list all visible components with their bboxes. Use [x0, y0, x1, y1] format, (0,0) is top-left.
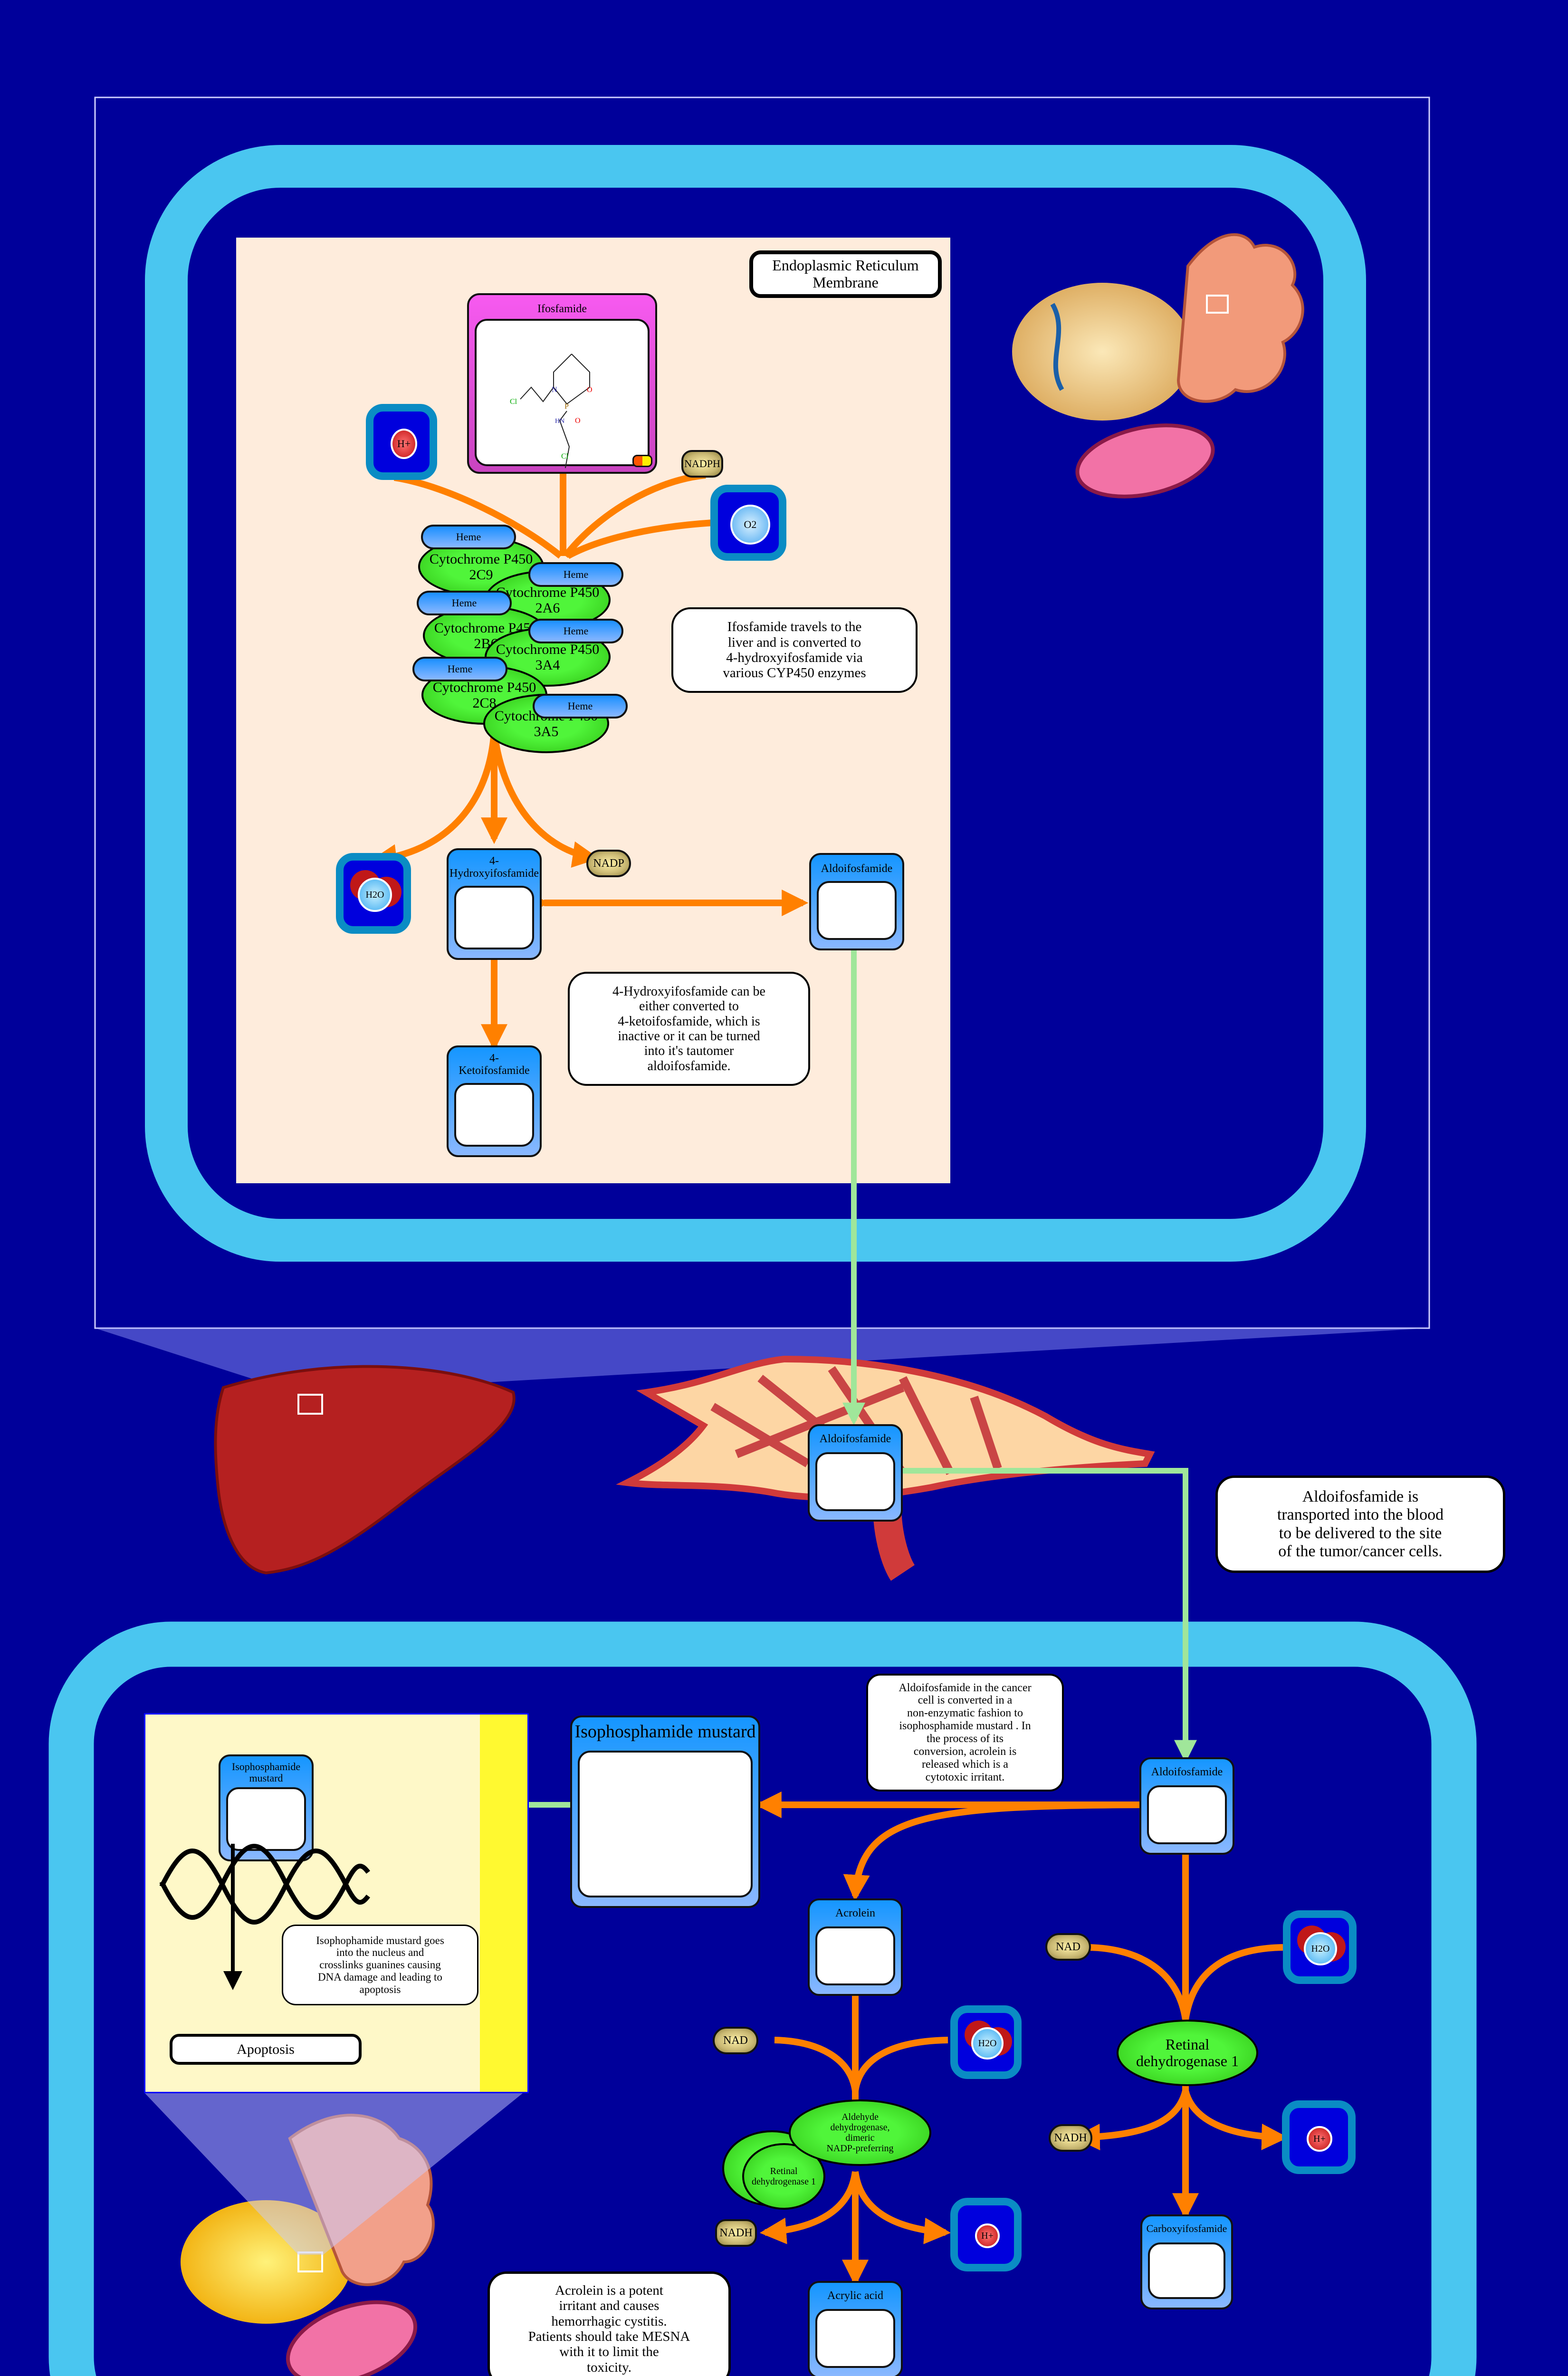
note-cyp: Ifosfamide travels to the liver and is c… [671, 607, 918, 693]
aldoifosfamide-label-cancer: Aldoifosfamide [1151, 1766, 1223, 1778]
h2o-node-left[interactable]: H2O [950, 2005, 1022, 2079]
svg-text:N: N [552, 386, 557, 394]
nadph-node[interactable]: NADPH [681, 450, 723, 478]
ketoifosfamide-node[interactable]: 4- Ketoifosfamide [447, 1045, 542, 1157]
h-plus-icon: H+ [391, 429, 417, 459]
svg-text:Cl: Cl [510, 398, 517, 406]
liver-nucleus [1012, 283, 1193, 421]
acrolein-structure [815, 1926, 895, 1985]
ifosfamide-structure: N O P O HN Cl Cl [475, 319, 650, 473]
heme-2c8: Heme [412, 657, 507, 681]
h-plus-node-right[interactable]: H+ [1282, 2100, 1356, 2174]
aldoifosfamide-label-blood: Aldoifosfamide [819, 1433, 891, 1445]
hydroxyifosfamide-structure [454, 886, 534, 949]
ketoifosfamide-structure [454, 1083, 534, 1147]
aldoifosfamide-node-blood[interactable]: Aldoifosfamide [808, 1424, 903, 1522]
note-hydroxy: 4-Hydroxyifosfamide can be either conver… [568, 972, 810, 1086]
ifosfamide-label: Ifosfamide [537, 303, 587, 315]
h2o-icon-right: H2O [1304, 1932, 1337, 1965]
h-plus-icon-left: H+ [975, 2223, 1000, 2248]
hydroxyifosfamide-node[interactable]: 4- Hydroxyifosfamide [447, 848, 542, 960]
mustard-label: Isophosphamide mustard [574, 1722, 756, 1742]
nad-node-left[interactable]: NAD [713, 2027, 758, 2054]
note-conversion: Aldoifosfamide in the cancer cell is con… [866, 1674, 1064, 1792]
apoptosis-node[interactable]: Apoptosis [170, 2034, 362, 2065]
aldoifosfamide-structure-blood [815, 1452, 895, 1511]
cancer-mitochondrion [286, 2300, 418, 2376]
note-acrolein: Acrolein is a potent irritant and causes… [488, 2271, 731, 2376]
note-dna: Isophophamide mustard goes into the nucl… [282, 1925, 478, 2005]
mitochondrion [1075, 423, 1215, 498]
ifosfamide-node[interactable]: Ifosfamide N O P O HN Cl Cl [467, 293, 657, 474]
carboxyifosfamide-label: Carboxyifosfamide [1146, 2223, 1227, 2234]
h2o-icon: H2O [358, 878, 392, 912]
heme-2c9: Heme [421, 525, 516, 549]
enzyme-retinal-dh1[interactable]: Retinal dehydrogenase 1 [1117, 2020, 1258, 2086]
acrylic-acid-label: Acrylic acid [827, 2290, 883, 2302]
heme-3a5: Heme [533, 694, 628, 719]
aldoifosfamide-structure-cancer [1147, 1785, 1227, 1844]
acrolein-node[interactable]: Acrolein [808, 1898, 903, 1996]
carboxyifosfamide-structure [1148, 2242, 1225, 2299]
heme-2b6: Heme [417, 591, 512, 615]
carboxyifosfamide-node[interactable]: Carboxyifosfamide [1140, 2214, 1233, 2309]
nuclear-envelope [480, 1715, 527, 2092]
h-plus-node-left[interactable]: H+ [950, 2198, 1022, 2271]
zoom-frame [94, 96, 1430, 1329]
acrylic-acid-structure [815, 2309, 895, 2368]
svg-text:O: O [587, 386, 593, 394]
hydroxyifosfamide-label: 4- Hydroxyifosfamide [449, 855, 539, 880]
o2-node[interactable]: O2 [710, 485, 786, 561]
drug-pill-icon [632, 455, 652, 467]
aldoifosfamide-node-er[interactable]: Aldoifosfamide [809, 853, 904, 950]
svg-text:O: O [575, 417, 581, 425]
ifosfamide-molecule-icon: N O P O HN Cl Cl [510, 354, 593, 473]
svg-text:Cl: Cl [561, 452, 569, 460]
er-membrane-label: Endoplasmic Reticulum Membrane [749, 250, 942, 298]
ketoifosfamide-label: 4- Ketoifosfamide [459, 1052, 530, 1077]
heme-3a4: Heme [528, 619, 623, 643]
mustard-label-nucleus: Isophosphamide mustard [231, 1761, 301, 1784]
nadh-node-right[interactable]: NADH [1049, 2124, 1092, 2152]
mustard-structure [578, 1751, 753, 1897]
aldoifosfamide-node-cancer[interactable]: Aldoifosfamide [1139, 1757, 1234, 1855]
nadp-node[interactable]: NADP [586, 850, 631, 877]
h-plus-icon-right: H+ [1307, 2126, 1332, 2152]
h2o-node-right[interactable]: H2O [1283, 1910, 1357, 1984]
svg-text:P: P [564, 402, 569, 411]
h2o-icon-left: H2O [971, 2027, 1004, 2060]
dna-helix-icon [159, 1844, 370, 1925]
svg-text:HN: HN [555, 418, 564, 425]
zoom-funnel-nucleus [145, 2093, 523, 2255]
arrow-to-apoptosis [223, 1844, 242, 1990]
aldoifosfamide-structure-er [817, 881, 897, 940]
o2-icon: O2 [730, 505, 770, 545]
enzyme-aldehyde-dh[interactable]: Aldehyde dehydrogenase, dimeric NADP-pre… [789, 2099, 931, 2166]
note-blood: Aldoifosfamide is transported into the b… [1215, 1475, 1505, 1573]
acrolein-label: Acrolein [835, 1907, 875, 1919]
nadh-node-left[interactable]: NADH [715, 2219, 757, 2247]
h2o-node-er[interactable]: H2O [336, 853, 411, 934]
acrylic-acid-node[interactable]: Acrylic acid [808, 2281, 903, 2376]
mustard-node[interactable]: Isophosphamide mustard [570, 1715, 760, 1908]
nad-node-right[interactable]: NAD [1045, 1933, 1091, 1961]
liver-organ [214, 1365, 516, 1575]
mustard-node-nucleus[interactable]: Isophosphamide mustard [219, 1754, 314, 1861]
aldoifosfamide-label-er: Aldoifosfamide [821, 862, 893, 875]
h-plus-node-er[interactable]: H+ [366, 404, 437, 480]
heme-2a6: Heme [528, 562, 623, 587]
